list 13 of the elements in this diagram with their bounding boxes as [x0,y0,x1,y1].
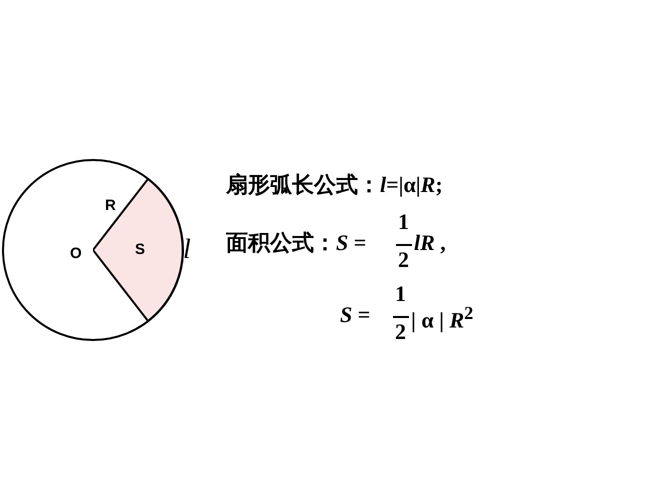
formula-text: | α | R$^{2}$ [411,304,474,332]
area-label: S [135,242,146,257]
numerator: 1 [395,283,406,305]
denominator: 2 [398,249,409,271]
formula-text: 面积公式：S = [226,232,366,254]
radius-label: R [105,198,116,213]
arc-label: l [183,236,191,264]
formula-text: 扇形弧长公式：l=|α|R; [226,174,443,196]
formula-text: lR , [414,232,446,254]
denominator: 2 [395,321,406,343]
center-label: O [70,246,82,261]
formula-text: S = [340,304,370,326]
numerator: 1 [398,211,409,233]
